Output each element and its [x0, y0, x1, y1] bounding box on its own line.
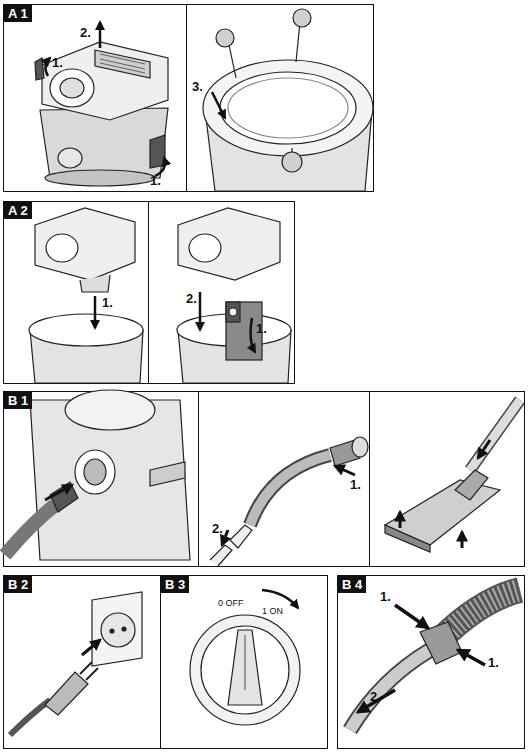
- step-number: 1.: [150, 174, 161, 188]
- step-number: 1.: [52, 56, 63, 70]
- filter-bag: [177, 208, 291, 383]
- hose-handle: [210, 437, 368, 566]
- panel-frame: [4, 576, 328, 749]
- panel-tag: B 3: [161, 576, 189, 593]
- panel-tag: A 1: [4, 5, 32, 22]
- panel-tag: B 2: [4, 576, 32, 593]
- panel-frame: [338, 576, 525, 749]
- step-number: 1.: [102, 296, 113, 310]
- panel-label: A 1: [8, 6, 28, 21]
- step-number: 1.: [350, 478, 361, 492]
- panel-label: B 1: [8, 393, 28, 408]
- step-number: 1.: [488, 656, 499, 670]
- step-number: 2.: [370, 690, 381, 704]
- step-number: 1.: [380, 590, 391, 604]
- panel-label: B 3: [165, 577, 185, 592]
- step-number: 2.: [212, 522, 223, 536]
- panel-label: B 2: [8, 577, 28, 592]
- panel-label: A 2: [8, 203, 28, 218]
- panel-tag: A 2: [4, 202, 32, 219]
- panel-tag: B 1: [4, 392, 32, 409]
- container-rim: [203, 9, 373, 191]
- step-number: 2.: [186, 292, 197, 306]
- hose-inlet: [5, 390, 190, 560]
- step-number: 1.: [256, 322, 267, 336]
- plug-socket: [10, 592, 142, 735]
- floor-nozzle: [385, 400, 520, 552]
- panel-frame: [4, 202, 295, 384]
- step-number: 3.: [192, 80, 203, 94]
- hose-release: [350, 590, 520, 730]
- rotary-switch: [190, 615, 300, 725]
- panel-label: B 4: [342, 577, 362, 592]
- step-number: 2.: [80, 26, 91, 40]
- vacuum-head: [29, 208, 143, 383]
- panel-tag: B 4: [338, 576, 366, 593]
- switch-position: 1 ON: [262, 604, 283, 618]
- panel-frame: [4, 5, 374, 192]
- switch-position: 0 OFF: [218, 596, 244, 610]
- vacuum-head: [35, 42, 168, 186]
